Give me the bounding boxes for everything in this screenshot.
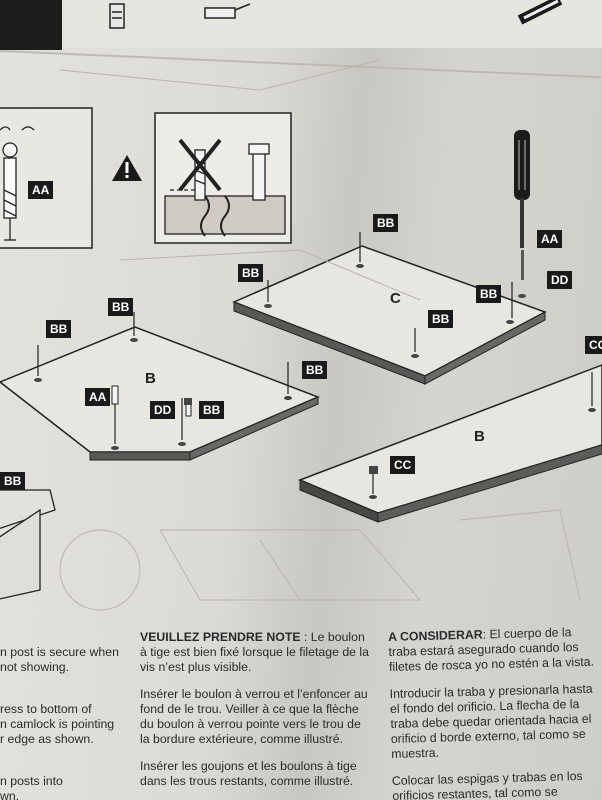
dowel-detail-box xyxy=(0,107,93,249)
spanish-note: A CONSIDERAR: El cuerpo de la traba esta… xyxy=(388,624,602,675)
panel-c-drawing xyxy=(232,232,547,385)
hardware-label-aa: AA xyxy=(537,230,563,248)
hardware-label-bb: BB xyxy=(108,298,134,316)
hardware-label-bb: BB xyxy=(302,361,328,379)
hardware-label-cc: CC xyxy=(585,336,602,354)
hardware-label-bb: BB xyxy=(428,310,454,328)
header-black-bar xyxy=(0,0,62,50)
hardware-label-bb: BB xyxy=(476,285,502,303)
english-step-posts: n posts into wn. xyxy=(0,774,63,800)
french-instructions: VEUILLEZ PRENDRE NOTE : Le boulon à tige… xyxy=(140,630,372,800)
french-note-body: : Le boulon à tige est bien fixé lorsque… xyxy=(140,630,370,674)
spanish-step-camlock: Introducir la traba y presionarla hasta … xyxy=(389,681,593,761)
english-note: n post is secure when not showing. xyxy=(0,645,119,674)
spanish-step-posts: Colocar las espigas y trabas en los orif… xyxy=(391,768,583,800)
hardware-label-bb: BB xyxy=(199,401,225,419)
top-hardware-icons xyxy=(109,0,563,29)
french-note-heading: VEUILLEZ PRENDRE NOTE xyxy=(140,630,301,644)
cam-bolt-drawing xyxy=(0,126,35,241)
show-through-ghost-drawings xyxy=(59,59,581,611)
panel-b-left-drawing xyxy=(0,312,320,461)
hardware-label-aa: AA xyxy=(85,388,111,406)
french-step-posts: Insérer les goujons et les boulons à tig… xyxy=(140,759,357,788)
previous-step-strip xyxy=(0,0,602,48)
screwdriver-icon xyxy=(514,130,530,280)
panel-letter-b: B xyxy=(474,428,485,445)
hardware-label-bb: BB xyxy=(0,472,26,490)
warning-icon xyxy=(112,155,142,181)
hardware-label-bb: BB xyxy=(373,214,399,232)
panel-b-right-drawing xyxy=(297,364,602,523)
hardware-label-cc: CC xyxy=(390,456,416,474)
hardware-label-aa: AA xyxy=(28,181,54,199)
hardware-label-dd: DD xyxy=(547,271,573,289)
english-instructions: n post is secure when not showing. ress … xyxy=(0,630,128,800)
panel-letter-c: C xyxy=(390,290,401,307)
spanish-instructions: A CONSIDERAR: El cuerpo de la traba esta… xyxy=(388,624,602,800)
english-step-camlock: ress to bottom of n camlock is pointing … xyxy=(0,702,115,746)
bolt-depth-drawing xyxy=(164,138,286,237)
spanish-note-heading: A CONSIDERAR xyxy=(388,627,483,644)
hardware-label-bb: BB xyxy=(238,264,264,282)
hardware-label-dd: DD xyxy=(150,401,176,419)
panel-letter-b: B xyxy=(145,370,156,387)
french-step-camlock: Insérer le boulon à verrou et l’enfoncer… xyxy=(140,687,368,746)
lower-left-panel-drawing xyxy=(0,489,56,600)
french-note: VEUILLEZ PRENDRE NOTE : Le boulon à tige… xyxy=(140,630,372,675)
hardware-label-bb: BB xyxy=(46,320,72,338)
